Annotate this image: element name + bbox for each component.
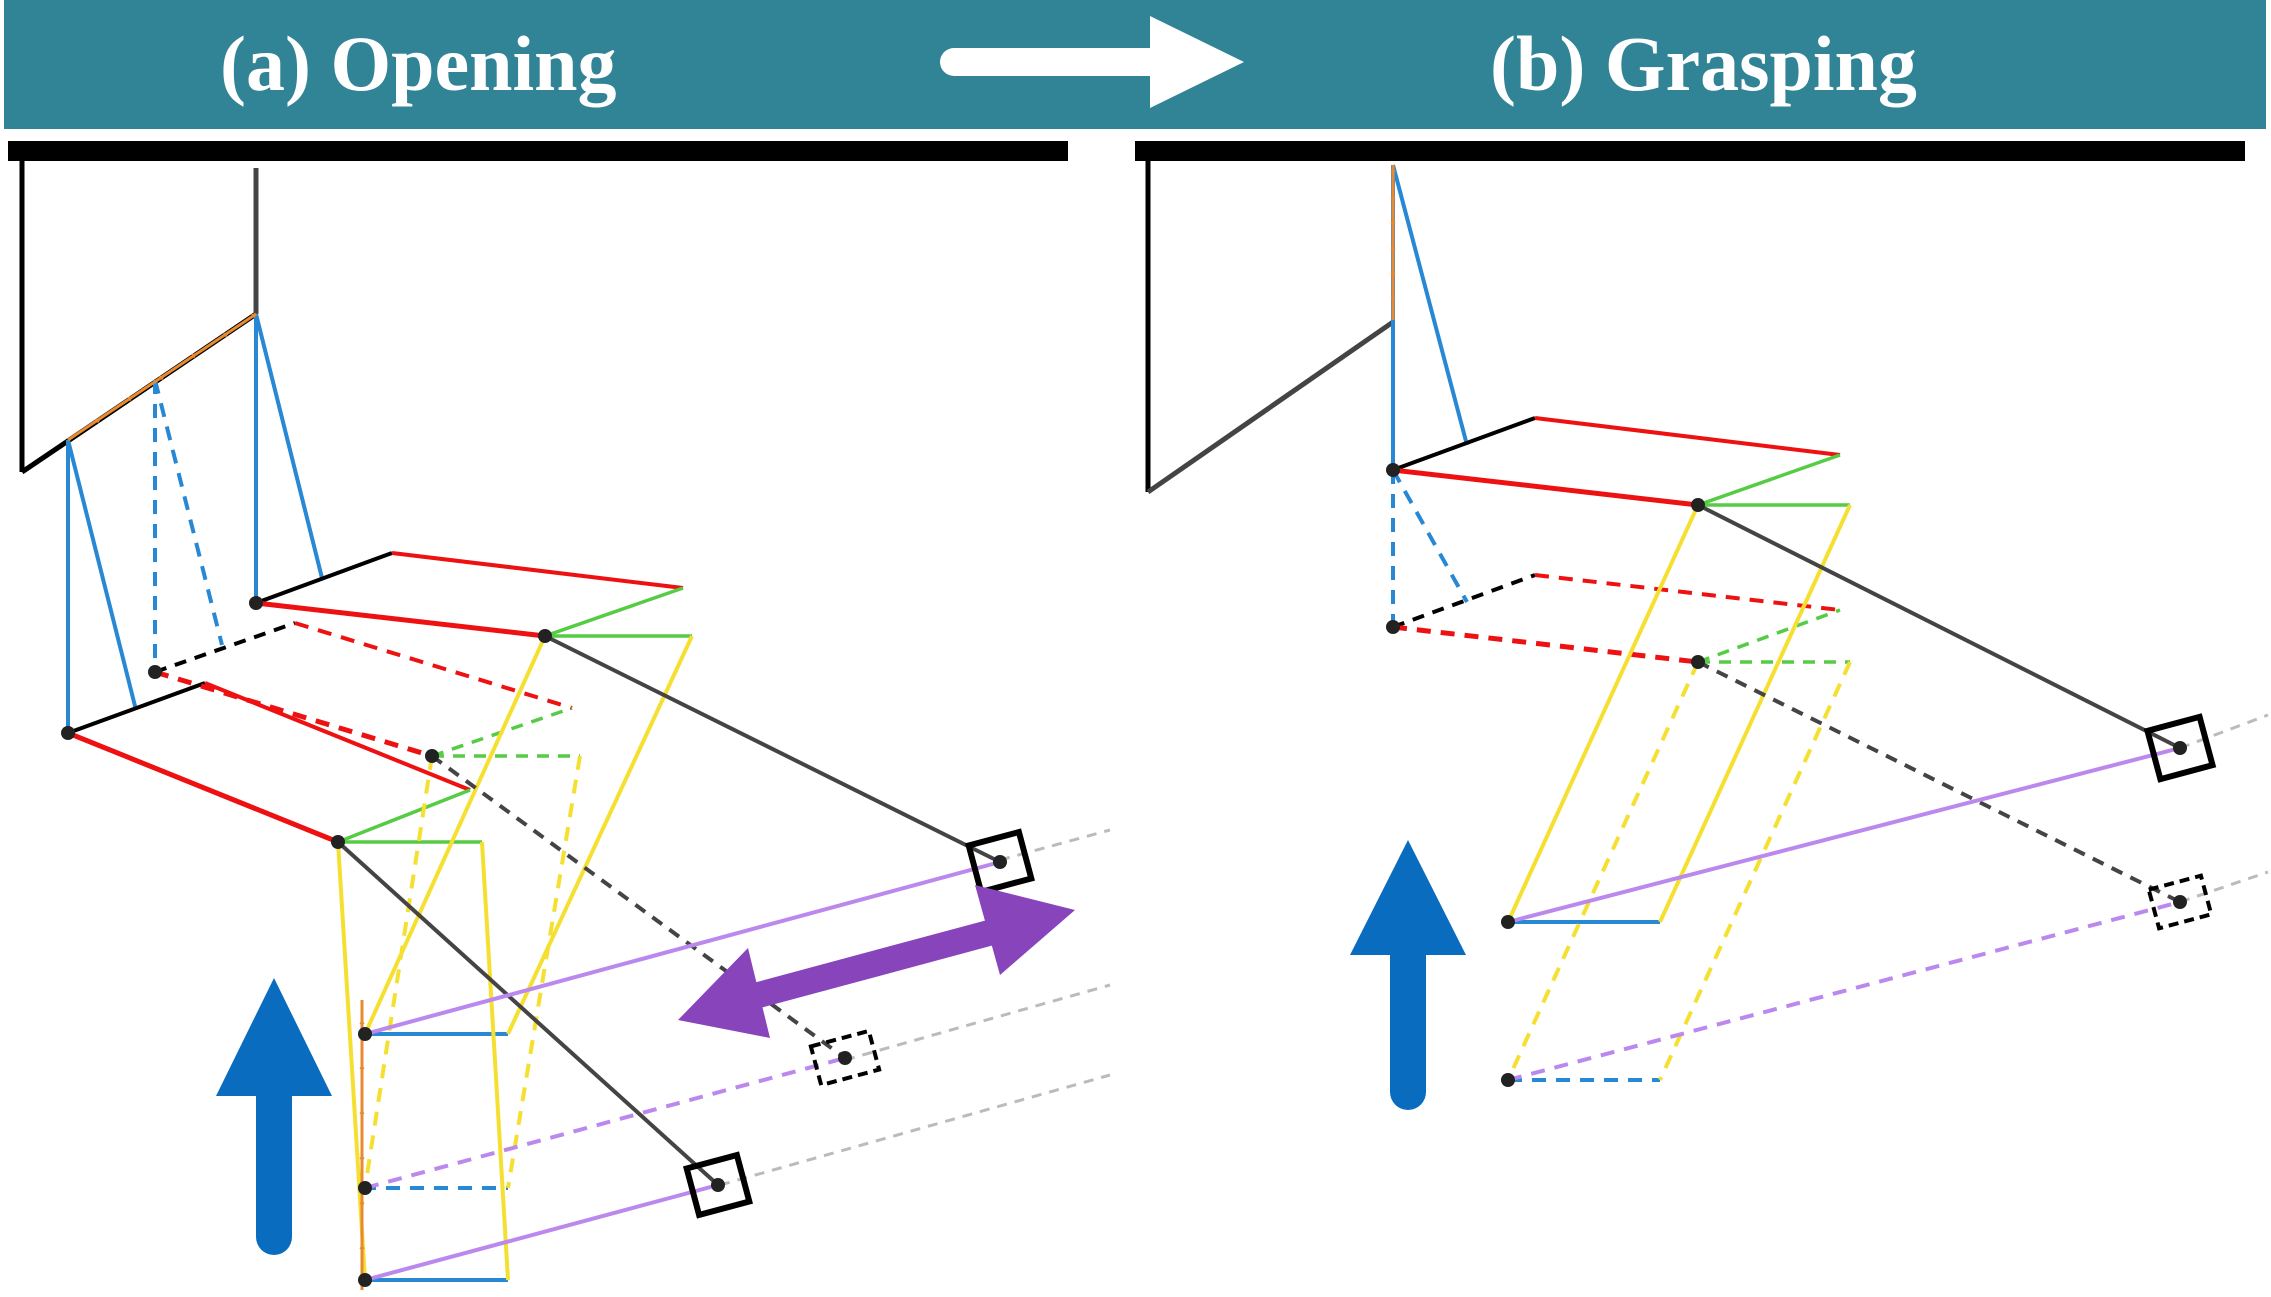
green-links-b <box>1697 453 1850 664</box>
slider-block-icon <box>683 828 1035 1219</box>
guide-lines-a <box>719 828 1111 1187</box>
purple-sliders-b <box>1507 746 2181 1082</box>
spring-chevrons-a <box>67 312 362 1290</box>
joint-dots-a <box>61 596 1007 1287</box>
double-headed-arrow-icon <box>678 885 1075 1038</box>
yellow-links-a <box>336 635 694 1281</box>
ceiling-bar-b <box>1135 141 2245 161</box>
panel-b-title: (b) Grasping <box>1490 20 1917 107</box>
black-plates-b <box>1392 416 1536 629</box>
blue-links-a <box>66 313 508 1282</box>
panel-b-diagram <box>1135 141 2269 1110</box>
right-arrow-icon <box>940 16 1244 108</box>
dark-arms-a <box>336 634 1001 1187</box>
green-links-a <box>337 586 692 844</box>
up-arrow-icon <box>216 978 332 1255</box>
panel-a-diagram <box>8 141 1111 1290</box>
yellow-links-b <box>1506 504 1852 1081</box>
panel-a-title: (a) Opening <box>220 20 617 107</box>
purple-sliders-a <box>364 860 1001 1282</box>
red-links-a <box>67 551 684 845</box>
frame-strut-b <box>1146 319 1395 495</box>
red-links-b <box>1392 416 1841 665</box>
up-arrow-icon <box>1350 840 1466 1110</box>
ceiling-bar-a <box>8 141 1068 161</box>
joint-dots-b <box>1386 463 2187 1087</box>
dark-arms-b <box>1697 503 2181 904</box>
black-plates-a <box>67 551 393 735</box>
guide-lines-b <box>2179 713 2269 904</box>
